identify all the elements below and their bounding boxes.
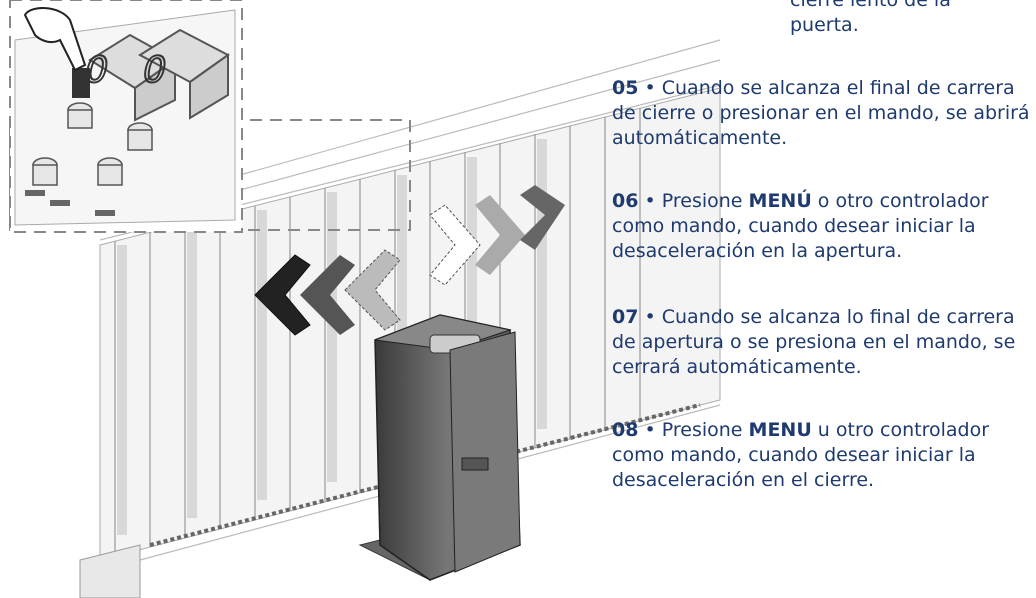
top-fragment: cierre lento de la puerta. bbox=[790, 0, 1030, 38]
top-fragment-line-2: puerta. bbox=[790, 14, 859, 36]
control-board-inset: 0 0 bbox=[9, 0, 243, 233]
step-separator: • bbox=[638, 419, 662, 441]
step-08: 08 • Presione MENU u otro controlador co… bbox=[612, 418, 1032, 493]
step-text: Cuando se alcanza el final de carrera de… bbox=[612, 77, 1030, 149]
step-bold-keyword: MENÚ bbox=[748, 190, 812, 212]
step-separator: • bbox=[638, 306, 662, 328]
step-text: Cuando se alcanza lo final de carrera de… bbox=[612, 306, 1016, 378]
arrow-right-icon bbox=[429, 185, 565, 286]
step-text: Presione bbox=[661, 190, 749, 212]
step-separator: • bbox=[638, 77, 662, 99]
step-separator: • bbox=[638, 190, 662, 212]
top-fragment-line-1: cierre lento de la bbox=[790, 0, 951, 11]
arrow-left-icon bbox=[254, 249, 401, 336]
step-text: Presione bbox=[661, 419, 749, 441]
step-text-after: u otro controlador como mando, cuando de… bbox=[612, 419, 990, 491]
step-number: 06 bbox=[612, 190, 639, 212]
motor-unit-illustration bbox=[358, 314, 522, 581]
step-bold-keyword: MENU bbox=[748, 419, 812, 441]
pointing-hand-icon bbox=[23, 7, 87, 72]
step-07: 07 • Cuando se alcanza lo final de carre… bbox=[612, 305, 1032, 380]
step-number: 08 bbox=[612, 419, 639, 441]
step-text-after: o otro controlador como mando, cuando de… bbox=[612, 190, 989, 262]
step-06: 06 • Presione MENÚ o otro controlador co… bbox=[612, 189, 1032, 264]
step-05: 05 • Cuando se alcanza el final de carre… bbox=[612, 76, 1032, 151]
gate-panels bbox=[99, 87, 721, 561]
step-number: 07 bbox=[612, 306, 639, 328]
step-number: 05 bbox=[612, 77, 639, 99]
